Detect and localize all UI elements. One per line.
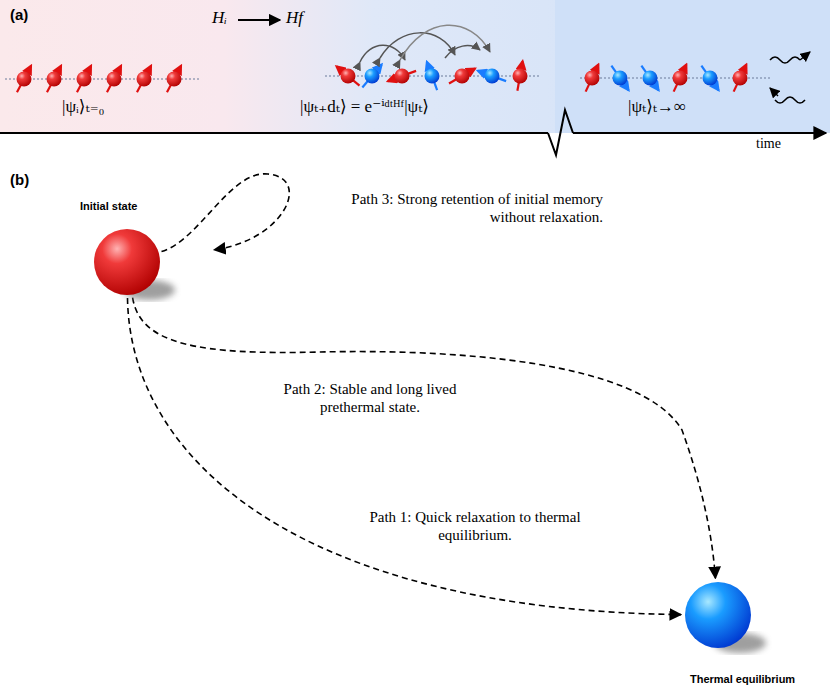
- state-sphere: Initial state: [70, 200, 200, 310]
- state-label: Thermal equilibrium: [690, 673, 795, 685]
- equation-label: |ψᵢ⟩ₜ₌₀: [62, 96, 105, 117]
- sphere-shape: [670, 575, 820, 690]
- path-label: Path 3: Strong retention of initial memo…: [318, 190, 603, 226]
- equation-label: |ψₜ₊dₜ⟩ = e⁻ⁱᵈᵗᴴᶠ|ψₜ⟩: [300, 96, 429, 117]
- sphere-shape: [70, 200, 200, 310]
- axis-label: time: [756, 136, 781, 152]
- panel-letter: (a): [10, 6, 28, 23]
- path-arrow: [128, 298, 682, 615]
- path-arrow: [133, 298, 716, 578]
- state-sphere: Thermal equilibrium: [670, 575, 820, 690]
- panel-letter: (b): [10, 171, 29, 188]
- path-label: Path 2: Stable and long lived prethermal…: [250, 380, 490, 416]
- path-arrow: [162, 174, 290, 252]
- path-label: Path 1: Quick relaxation to thermal equi…: [350, 508, 600, 544]
- equation-label: |ψₜ⟩ₜ→∞: [628, 96, 686, 117]
- equation-label: Hf: [286, 8, 303, 28]
- state-label: Initial state: [80, 200, 137, 212]
- equation-label: Hᵢ: [212, 8, 227, 28]
